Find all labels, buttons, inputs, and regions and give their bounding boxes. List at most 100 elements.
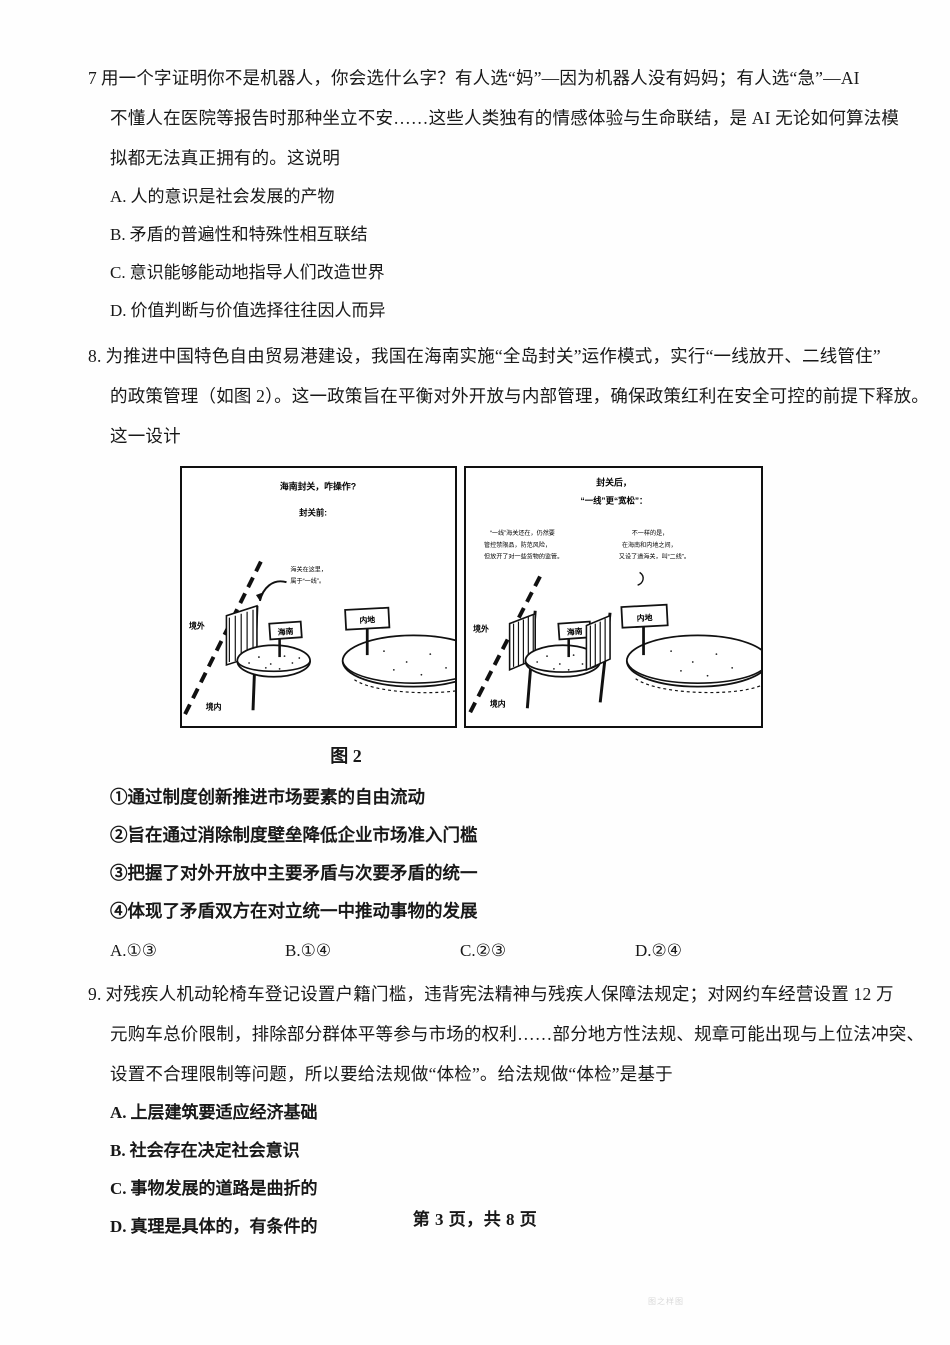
right-panel-label-inside: 境内 xyxy=(490,698,506,708)
question-7-text-1: 用一个字证明你不是机器人，你会选什么字？有人选“妈”—因为机器人没有妈妈；有人选… xyxy=(100,68,860,88)
question-9-option-d-label: D. xyxy=(110,1217,127,1236)
question-8-line-2: 的政策管理（如图 2）。这一政策旨在平衡对外开放与内部管理，确保政策红利在安全可… xyxy=(110,386,929,406)
question-8-statement-4: ④体现了矛盾双方在对立统一中推动事物的发展 xyxy=(110,901,478,921)
right-panel-subtitle: “一线”更“宽松”： xyxy=(581,495,648,505)
left-panel-label-outside: 境外 xyxy=(189,621,205,631)
right-panel-note-right-line-1: 不一样的是， xyxy=(632,529,669,537)
question-8-statement-2: ②旨在通过消除制度壁垒降低企业市场准入门槛 xyxy=(110,825,478,845)
question-9-option-a-text: 上层建筑要适应经济基础 xyxy=(130,1103,318,1122)
question-9-line-1: 9.对残疾人机动轮椅车登记设置户籍门槛，违背宪法精神与残疾人保障法规定；对网约车… xyxy=(88,974,894,1014)
question-8-number: 8. xyxy=(88,346,102,366)
question-8-option-d[interactable]: D.②④ xyxy=(635,934,810,968)
question-7-line-2: 不懂人在医院等报告时那种坐立不安……这些人类独有的情感体验与生命联结，是 AI … xyxy=(110,108,900,128)
question-8-option-c-label: C. xyxy=(460,941,476,960)
question-7-option-c[interactable]: C.意识能够能动地指导人们改造世界 xyxy=(88,254,894,292)
question-7-option-d-text: 价值判断与价值选择往往因人而异 xyxy=(130,301,386,320)
customs-barrier-second-line xyxy=(585,612,612,703)
figure-2-right-panel: 封关后， “一线”更“宽松”： “一线”海关还在，仍然要 管控禁限品，防范风险，… xyxy=(464,466,763,728)
right-panel-note-left-line-3: 但放开了对一些货物的监管。 xyxy=(484,553,563,561)
figure-2: 海南封关，咋操作? 封关前: xyxy=(88,466,894,728)
question-9-line-2: 元购车总价限制，排除部分群体平等参与市场的权利……部分地方性法规、规章可能出现与… xyxy=(110,1024,925,1044)
mainland-signpost: 内地 xyxy=(344,606,391,656)
question-9: 9.对残疾人机动轮椅车登记设置户籍门槛，违背宪法精神与残疾人保障法规定；对网约车… xyxy=(88,974,925,1246)
mainland-landmass xyxy=(341,634,455,694)
border-dashed-line xyxy=(183,560,263,716)
question-9-option-c[interactable]: C.事物发展的道路是曲折的 xyxy=(88,1170,894,1208)
right-panel-note-right-line-3: 又设了道海关，叫“二线”。 xyxy=(619,553,690,561)
question-8-option-b-label: B. xyxy=(285,941,301,960)
right-panel-label-outside: 境外 xyxy=(473,623,489,633)
question-9-option-a-label: A. xyxy=(110,1103,127,1122)
question-8-option-b[interactable]: B.①④ xyxy=(285,934,460,968)
left-panel-subtitle: 封关前: xyxy=(299,507,327,517)
question-8-stem: 8.为推进中国特色自由贸易港建设，我国在海南实施“全岛封关”运作模式，实行“一线… xyxy=(88,336,929,456)
hainan-sign-label: 海南 xyxy=(566,626,583,637)
mainland-landmass xyxy=(625,634,761,694)
question-8-option-a-text: ①③ xyxy=(126,941,158,960)
question-9-stem: 9.对残疾人机动轮椅车登记设置户籍门槛，违背宪法精神与残疾人保障法规定；对网约车… xyxy=(88,974,925,1094)
question-9-option-b-text: 社会存在决定社会意识 xyxy=(129,1141,300,1160)
question-8-line-1: 8.为推进中国特色自由贸易港建设，我国在海南实施“全岛封关”运作模式，实行“一线… xyxy=(88,336,894,376)
question-9-option-c-text: 事物发展的道路是曲折的 xyxy=(130,1179,318,1198)
question-7-option-d-label: D. xyxy=(110,301,127,320)
question-7-option-b-text: 矛盾的普遍性和特殊性相互联结 xyxy=(129,225,368,244)
question-7-option-a-label: A. xyxy=(110,187,127,206)
figure-2-left-panel: 海南封关，咋操作? 封关前: xyxy=(180,466,457,728)
right-panel-title: 封关后， xyxy=(596,477,631,488)
question-8-option-d-label: D. xyxy=(635,941,652,960)
hainan-sign-label: 海南 xyxy=(277,626,294,637)
question-9-option-d[interactable]: D.真理是具体的，有条件的 xyxy=(88,1208,894,1246)
hainan-island xyxy=(236,644,312,678)
left-panel-label-inside: 境内 xyxy=(206,701,222,711)
annotation-arrow-head xyxy=(255,592,264,601)
question-7-option-c-label: C. xyxy=(110,263,126,282)
question-7-option-c-text: 意识能够能动地指导人们改造世界 xyxy=(129,263,385,282)
question-8-option-c[interactable]: C.②③ xyxy=(460,934,635,968)
right-panel-note-left-line-2: 管控禁限品，防范风险， xyxy=(484,541,551,549)
question-9-line-3: 设置不合理限制等问题，所以要给法规做“体检”。给法规做“体检”是基于 xyxy=(110,1064,673,1084)
question-8-line-3: 这一设计 xyxy=(110,426,181,446)
question-8-text-1: 为推进中国特色自由贸易港建设，我国在海南实施“全岛封关”运作模式，实行“一线放开… xyxy=(105,346,881,366)
page-watermark: 图之样图 xyxy=(648,1297,684,1306)
question-7-number: 7 xyxy=(88,68,97,88)
left-panel-annotation-line-1: 海关在这里， xyxy=(290,565,327,573)
question-9-number: 9. xyxy=(88,984,102,1004)
question-7-option-a-text: 人的意识是社会发展的产物 xyxy=(130,187,335,206)
right-note-pointer xyxy=(637,571,644,586)
question-8-option-a[interactable]: A.①③ xyxy=(110,934,285,968)
question-8: 8.为推进中国特色自由贸易港建设，我国在海南实施“全岛封关”运作模式，实行“一线… xyxy=(88,336,929,968)
question-9-option-c-label: C. xyxy=(110,1179,127,1198)
left-panel-annotation-line-2: 属于“一线”。 xyxy=(290,577,325,585)
mainland-signpost: 内地 xyxy=(620,603,669,656)
question-7-option-b-label: B. xyxy=(110,225,126,244)
question-8-options-row: A.①③ B.①④ C.②③ D.②④ xyxy=(88,934,894,968)
question-8-statement-3: ③把握了对外开放中主要矛盾与次要矛盾的统一 xyxy=(110,863,478,883)
figure-2-caption: 图 2 xyxy=(330,746,362,766)
question-7-option-a[interactable]: A.人的意识是社会发展的产物 xyxy=(88,178,894,216)
question-8-option-d-text: ②④ xyxy=(651,941,683,960)
page-footer: 第 3 页，共 8 页 xyxy=(412,1210,538,1229)
mainland-sign-label: 内地 xyxy=(637,612,653,623)
right-panel-note-left-line-1: “一线”海关还在，仍然要 xyxy=(490,529,555,537)
question-9-option-d-text: 真理是具体的，有条件的 xyxy=(130,1217,318,1236)
annotation-pointer-arrow xyxy=(258,580,287,602)
question-8-option-a-label: A. xyxy=(110,941,127,960)
question-7-option-b[interactable]: B.矛盾的普遍性和特殊性相互联结 xyxy=(88,216,894,254)
question-8-option-c-text: ②③ xyxy=(475,941,507,960)
question-9-option-b[interactable]: B.社会存在决定社会意识 xyxy=(88,1132,894,1170)
question-8-statement-1: ①通过制度创新推进市场要素的自由流动 xyxy=(110,787,425,807)
left-panel-title: 海南封关，咋操作? xyxy=(280,481,356,492)
question-8-option-b-text: ①④ xyxy=(300,941,332,960)
hainan-signpost: 海南 xyxy=(268,620,303,658)
question-7-line-3: 拟都无法真正拥有的。这说明 xyxy=(110,148,341,168)
question-9-option-b-label: B. xyxy=(110,1141,126,1160)
mainland-sign-label: 内地 xyxy=(359,614,375,625)
question-9-option-a[interactable]: A.上层建筑要适应经济基础 xyxy=(88,1094,894,1132)
right-panel-note-right-line-2: 在海南和内地之间， xyxy=(622,541,677,549)
border-dashed-line xyxy=(468,573,543,714)
question-7-option-d[interactable]: D.价值判断与价值选择往往因人而异 xyxy=(88,292,894,330)
